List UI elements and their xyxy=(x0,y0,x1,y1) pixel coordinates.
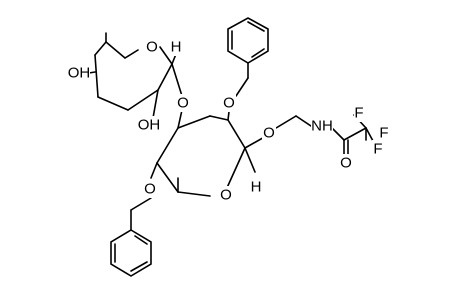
top-benzyl-group xyxy=(227,17,269,97)
atom-labels: OH OH O H O O O NH O F F F O O H xyxy=(68,38,390,204)
fluorine-label-1: F xyxy=(354,105,363,122)
top-benzyl-oxygen-label: O xyxy=(223,95,235,112)
fluorine-label-2: F xyxy=(379,125,388,142)
hydroxyl-label-top: OH xyxy=(68,65,91,82)
left-benzyl-oxygen-label: O xyxy=(144,181,156,198)
left-benzyl-group xyxy=(110,197,152,277)
middle-ring-oxygen-label: O xyxy=(220,187,232,204)
nh-label: NH xyxy=(311,118,333,135)
upper-sugar-ring xyxy=(82,32,183,119)
glycosidic-oxygen-label: O xyxy=(177,95,189,112)
carbonyl-oxygen-label: O xyxy=(340,155,352,172)
upper-ring-oxygen-label: O xyxy=(146,39,158,56)
middle-ring-h-label: H xyxy=(251,179,262,196)
chain-oxygen-label: O xyxy=(263,125,275,142)
hydroxyl-label-bottom: OH xyxy=(138,117,161,134)
upper-ring-h-label: H xyxy=(171,39,182,56)
fluorine-label-3: F xyxy=(373,141,382,158)
